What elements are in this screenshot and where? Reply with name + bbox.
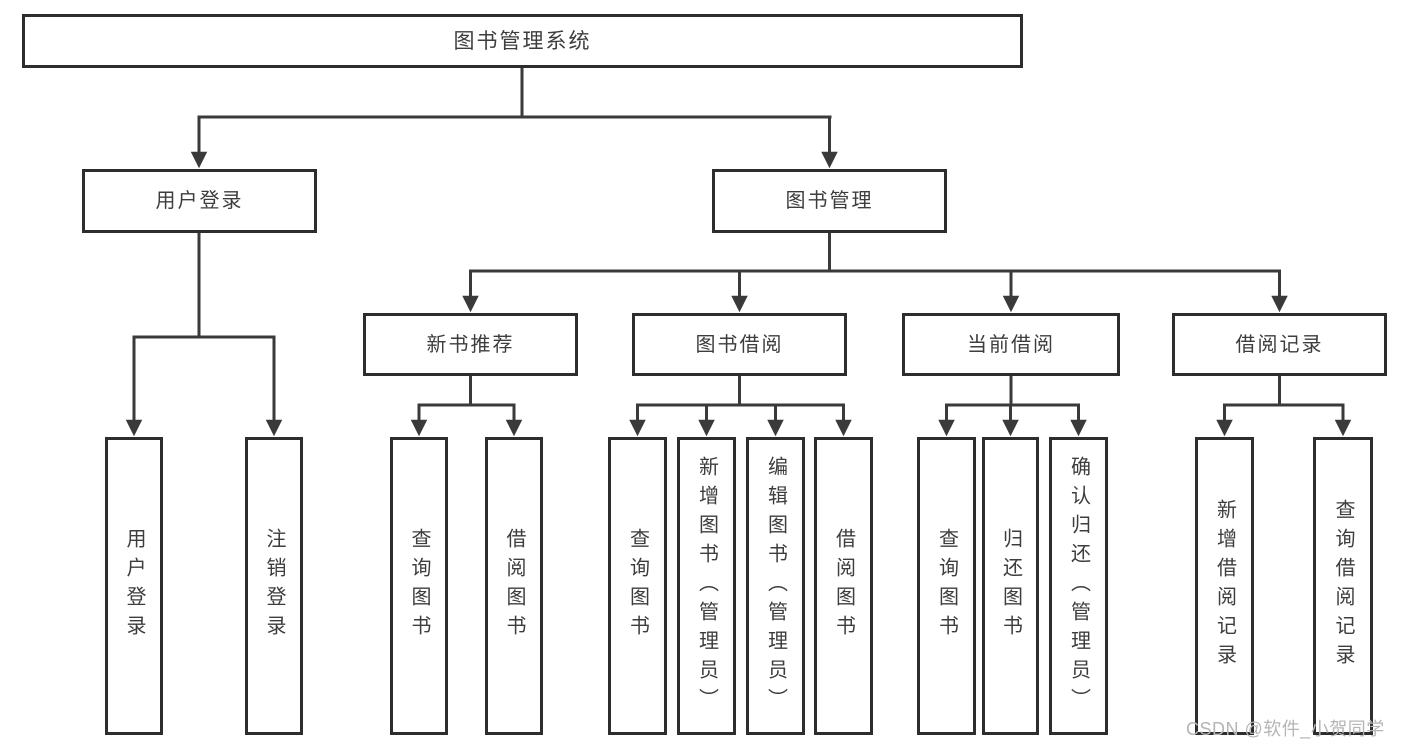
leaf-label: 查询图书 — [408, 528, 430, 644]
leaf-query-borrow-record: 查询借阅记录 — [1313, 437, 1373, 735]
node-book-borrowing: 图书借阅 — [632, 313, 847, 376]
leaf-label: 查询图书 — [935, 528, 958, 644]
node-label: 新书推荐 — [426, 333, 515, 356]
csdn-watermark: CSDN @软件_小贺同学 — [1186, 719, 1385, 739]
leaf-label: 新增借阅记录 — [1213, 499, 1236, 673]
leaf-user-login: 用户登录 — [105, 437, 163, 735]
leaf-label: 查询图书 — [626, 528, 649, 644]
leaf-logout: 注销登录 — [245, 437, 303, 735]
leaf-label: 借阅图书 — [832, 528, 855, 644]
node-label: 图书管理系统 — [453, 29, 592, 53]
leaf-query-books-current: 查询图书 — [917, 437, 976, 735]
leaf-label: 确认归还（管理员） — [1067, 455, 1090, 717]
node-label: 图书管理 — [785, 190, 874, 212]
leaf-borrow-books: 借阅图书 — [814, 437, 873, 735]
leaf-confirm-return-admin: 确认归还（管理员） — [1049, 437, 1108, 735]
node-label: 图书借阅 — [695, 333, 784, 356]
leaf-edit-books-admin: 编辑图书（管理员） — [746, 437, 805, 735]
leaf-label: 编辑图书（管理员） — [764, 455, 787, 717]
node-new-book-recommendation: 新书推荐 — [363, 313, 578, 376]
leaf-label: 查询借阅记录 — [1332, 499, 1354, 673]
node-current-borrowing: 当前借阅 — [902, 313, 1120, 376]
node-user-login-branch: 用户登录 — [82, 169, 317, 233]
leaf-query-books-borrowing: 查询图书 — [608, 437, 667, 735]
node-library-management-system: 图书管理系统 — [22, 14, 1023, 68]
leaf-label: 新增图书（管理员） — [695, 455, 718, 717]
leaf-label: 归还图书 — [999, 528, 1022, 644]
leaf-borrow-books-recommend: 借阅图书 — [485, 437, 543, 735]
leaf-label: 用户登录 — [123, 528, 145, 644]
leaf-return-books: 归还图书 — [982, 437, 1039, 735]
node-label: 当前借阅 — [967, 333, 1055, 356]
leaf-add-borrow-record: 新增借阅记录 — [1195, 437, 1254, 735]
leaf-label: 借阅图书 — [503, 528, 525, 644]
node-label: 用户登录 — [155, 190, 244, 212]
node-label: 借阅记录 — [1235, 333, 1324, 356]
node-borrowing-records: 借阅记录 — [1172, 313, 1387, 376]
leaf-query-books-recommend: 查询图书 — [390, 437, 448, 735]
leaf-add-books-admin: 新增图书（管理员） — [677, 437, 736, 735]
node-book-management-branch: 图书管理 — [712, 169, 947, 233]
leaf-label: 注销登录 — [263, 528, 285, 644]
